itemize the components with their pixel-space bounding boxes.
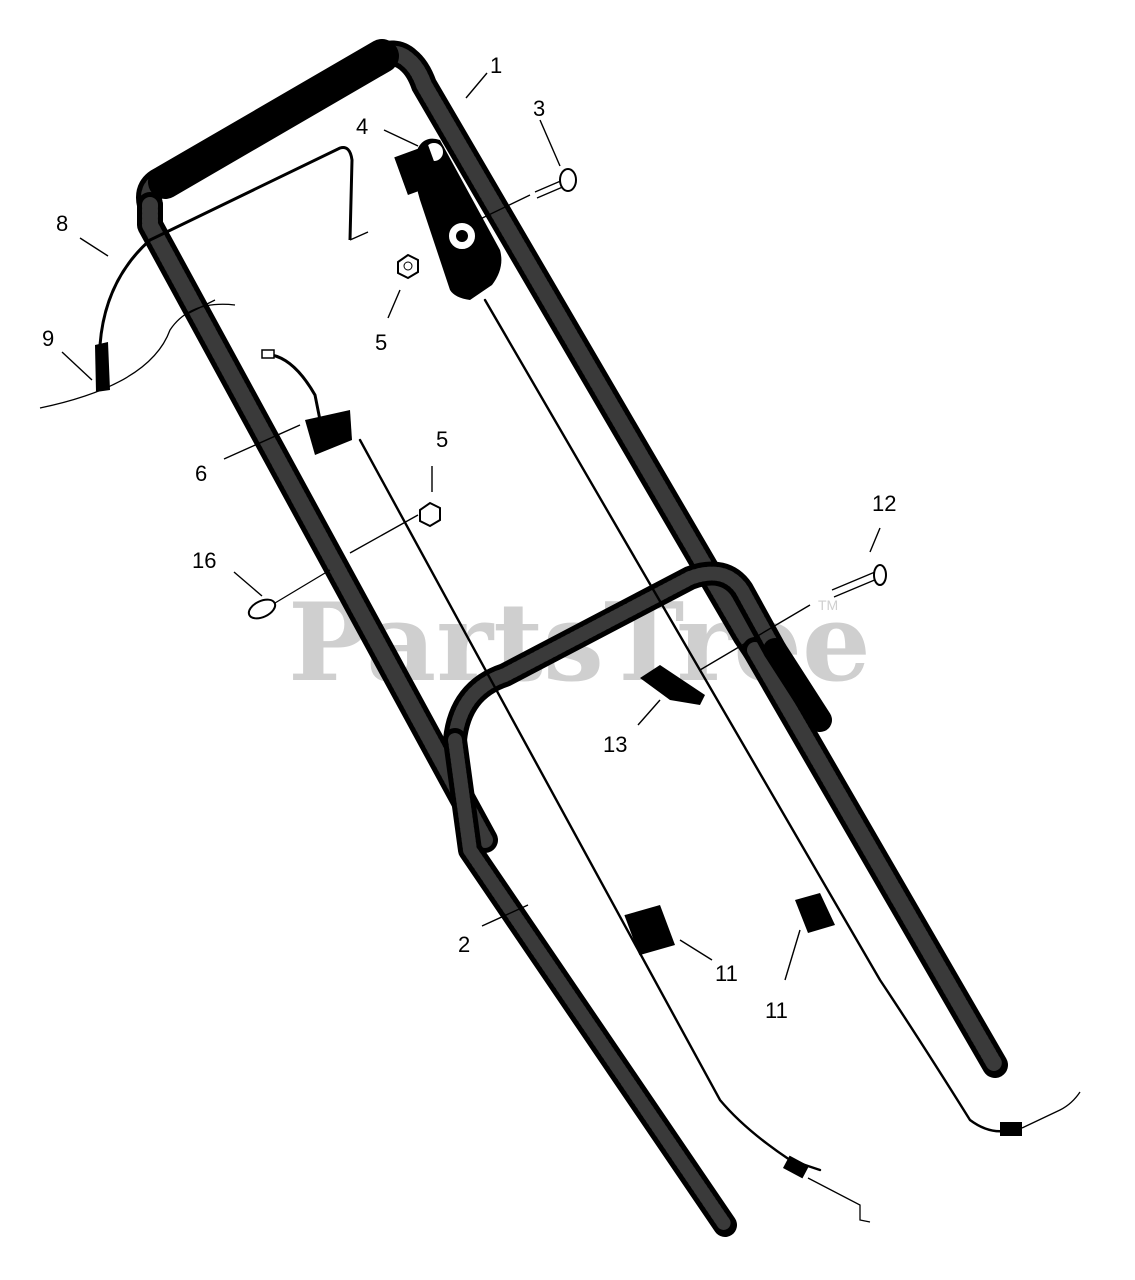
control-cables	[358, 298, 1081, 1223]
nut-part-5-lower	[349, 501, 441, 554]
cable-guide-part-11-left	[624, 905, 675, 956]
callout-8: 8	[56, 211, 68, 236]
grip-foam	[148, 39, 399, 199]
callout-4: 4	[356, 114, 368, 139]
control-bracket	[394, 138, 502, 300]
nut-part-5-upper	[397, 253, 419, 280]
callout-11-right: 11	[765, 998, 788, 1023]
watermark-trademark: TM	[818, 597, 838, 613]
cable-fitting-left	[783, 1155, 809, 1179]
callout-13: 13	[603, 732, 627, 757]
callout-1: 1	[490, 53, 502, 78]
bolt-part-3	[471, 168, 577, 224]
leader-lines	[61, 72, 881, 981]
upper-handle	[136, 39, 1008, 1078]
cable-tie-part-6	[223, 349, 352, 460]
cable-fitting-right	[1000, 1122, 1022, 1136]
callout-9: 9	[42, 326, 54, 351]
callout-11-left: 11	[715, 961, 738, 986]
bolt-part-12	[699, 564, 887, 671]
callout-16: 16	[192, 548, 216, 573]
cable-clip-part-9	[39, 299, 236, 409]
callout-5-lower: 5	[436, 427, 448, 452]
stop-cable-part-8	[98, 146, 369, 346]
eyebolt-part-16	[247, 569, 331, 620]
callout-3: 3	[533, 96, 545, 121]
cable-guide-part-11-right	[795, 893, 835, 933]
cable-spring-right	[1021, 1091, 1081, 1129]
cable-end-left	[807, 1177, 871, 1223]
lower-handle	[443, 561, 832, 1237]
callout-5-upper: 5	[375, 330, 387, 355]
callout-2: 2	[458, 932, 470, 957]
knob-part-13	[640, 665, 705, 705]
callout-12: 12	[872, 491, 896, 516]
callout-6: 6	[195, 461, 207, 486]
